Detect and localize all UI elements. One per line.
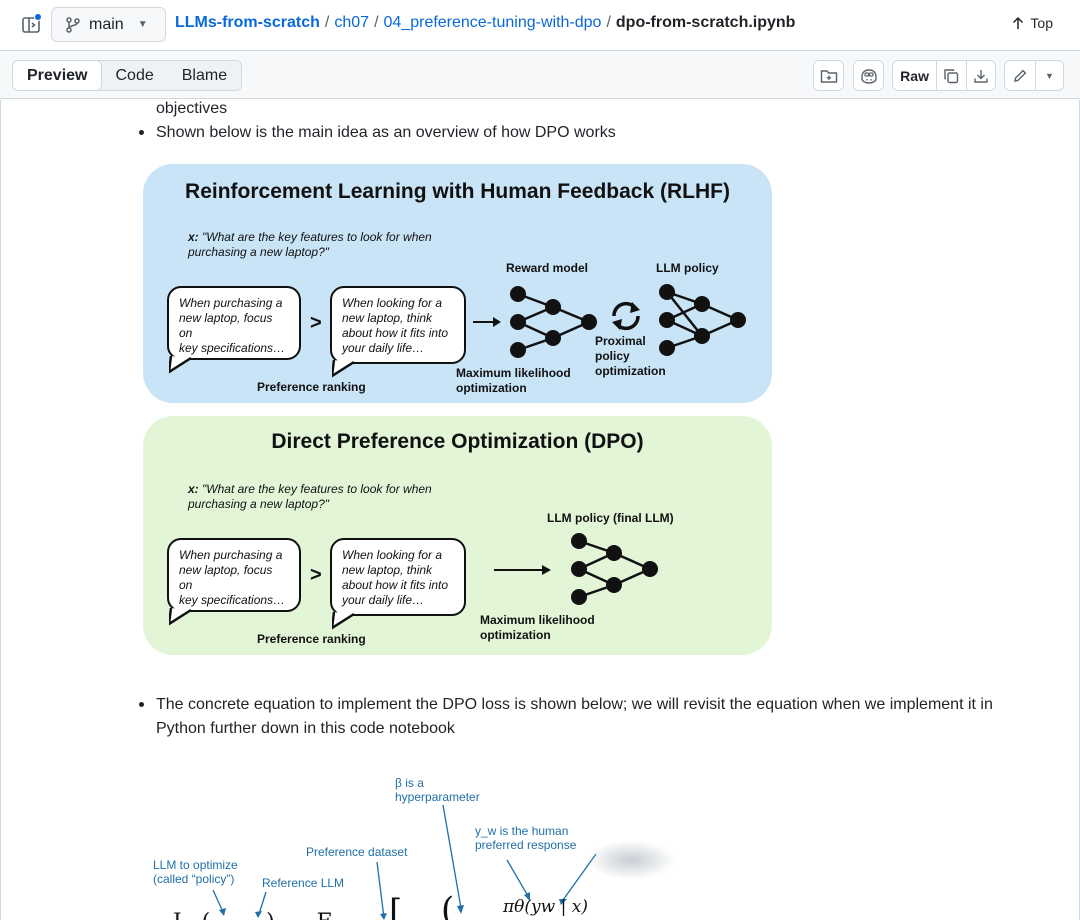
dpo-title: Direct Preference Optimization (DPO): [271, 430, 644, 453]
branch-name: main: [89, 15, 124, 33]
edit-group: ▼: [1004, 60, 1064, 91]
list-item-equation-line2: Python further down in this code noteboo…: [156, 720, 455, 737]
breadcrumb: LLMs-from-scratch/ch07/04_preference-tun…: [175, 14, 796, 31]
reward-model-label: Reward model: [506, 261, 589, 275]
rlhf-greater-than: >: [310, 312, 322, 334]
raw-button[interactable]: Raw: [900, 67, 929, 84]
breadcrumb-repo-link[interactable]: LLMs-from-scratch: [175, 14, 320, 31]
dpo-mle-label: Maximum likelihood optimization: [480, 613, 595, 642]
dpo-greater-than: >: [310, 564, 322, 586]
ppo-label: Proximal policy optimization: [595, 334, 666, 378]
chevron-down-icon: ▼: [137, 19, 148, 30]
dataset-annotation: Preference dataset: [306, 845, 408, 859]
edit-file-button[interactable]: [1005, 61, 1035, 90]
copilot-icon: [860, 68, 877, 84]
arrow-right-icon: [494, 565, 551, 575]
file-header: main ▼ LLMs-from-scratch/ch07/04_prefere…: [0, 0, 1080, 51]
rlhf-title: Reinforcement Learning with Human Feedba…: [185, 180, 730, 203]
rlhf-panel: Reinforcement Learning with Human Feedba…: [143, 164, 772, 403]
list-bullet: [139, 130, 144, 135]
list-bullet: [139, 702, 144, 707]
dpo-panel: Direct Preference Optimization (DPO) x: …: [143, 416, 772, 655]
raw-copy-download-group: Raw: [892, 60, 996, 91]
equation-loss-glyphs: L ( ) E: [173, 910, 333, 920]
rlhf-bubble-lifestyle: When looking for a new laptop, think abo…: [330, 286, 466, 364]
llm-final-network-icon: [571, 533, 658, 605]
rlhf-preference-ranking: Preference ranking: [257, 380, 366, 394]
dpo-bubble-specs: When purchasing a new laptop, focus on k…: [167, 538, 301, 612]
folder-plus-icon: [820, 69, 837, 83]
notebook-preview: objectives Shown below is the main idea …: [0, 100, 1080, 920]
rlhf-bubble-specs: When purchasing a new laptop, focus on k…: [167, 286, 301, 360]
copy-icon: [944, 68, 959, 83]
equation-fragment: πθ(yw | x): [503, 897, 588, 917]
blurred-artifact: [586, 840, 676, 880]
more-edit-options-button[interactable]: ▼: [1035, 61, 1063, 90]
dpo-preference-ranking: Preference ranking: [257, 632, 366, 646]
cycle-arrows-icon: [612, 301, 640, 331]
list-item-overview: Shown below is the main idea as an overv…: [156, 124, 616, 141]
beta-annotation: β is a hyperparameter: [395, 776, 480, 804]
rlhf-mle-label: Maximum likelihood optimization: [456, 366, 571, 395]
tab-preview[interactable]: Preview: [12, 60, 103, 91]
file-toolbar: Preview Code Blame Raw: [0, 51, 1080, 99]
arrow-up-icon: [1013, 16, 1024, 29]
tab-code[interactable]: Code: [115, 67, 154, 84]
equation-paren: (: [441, 890, 455, 920]
reward-model-network-icon: [510, 286, 597, 358]
bubble-tail-icon: [169, 356, 192, 374]
rlhf-prompt: x: "What are the key features to look fo…: [188, 230, 432, 259]
open-in-folder-button[interactable]: [813, 60, 844, 91]
llm-policy-final-label: LLM policy (final LLM): [547, 511, 674, 525]
download-button[interactable]: [965, 61, 995, 90]
partial-text-line: objectives: [156, 100, 228, 117]
yw-annotation: y_w is the human preferred response: [475, 824, 577, 852]
equation-bracket: [: [389, 892, 403, 920]
top-label: Top: [1030, 15, 1053, 31]
tab-blame[interactable]: Blame: [181, 67, 228, 84]
dpo-bubble-lifestyle: When looking for a new laptop, think abo…: [330, 538, 466, 616]
chevron-down-icon: ▼: [1045, 70, 1054, 81]
reference-llm-annotation: Reference LLM: [262, 876, 345, 890]
bubble-tail-icon: [169, 608, 192, 626]
download-icon: [974, 69, 988, 83]
llm-policy-network-icon: [659, 284, 746, 356]
breadcrumb-file-name: dpo-from-scratch.ipynb: [615, 14, 796, 31]
sidebar-collapse-icon: [22, 17, 40, 33]
pencil-icon: [1014, 69, 1027, 82]
breadcrumb-folder-dpo[interactable]: 04_preference-tuning-with-dpo: [383, 14, 602, 31]
arrow-right-icon: [473, 317, 501, 327]
list-item-equation-line1: The concrete equation to implement the D…: [156, 696, 993, 713]
sidebar-toggle-button[interactable]: [16, 12, 46, 38]
dpo-prompt: x: "What are the key features to look fo…: [188, 482, 432, 511]
view-mode-tabs: Preview Code Blame: [12, 60, 243, 91]
llm-policy-label: LLM policy: [656, 261, 719, 275]
git-branch-icon: [66, 16, 80, 33]
copilot-button[interactable]: [853, 60, 884, 91]
copy-raw-button[interactable]: [936, 61, 965, 90]
bubble-tail-icon: [332, 612, 355, 630]
notification-dot: [34, 13, 42, 21]
bubble-tail-icon: [332, 360, 355, 378]
breadcrumb-folder-ch07[interactable]: ch07: [334, 14, 370, 31]
branch-selector-button[interactable]: main ▼: [51, 7, 166, 42]
back-to-top-button[interactable]: Top: [1012, 15, 1053, 31]
policy-annotation: LLM to optimize (called “policy”): [153, 858, 238, 886]
